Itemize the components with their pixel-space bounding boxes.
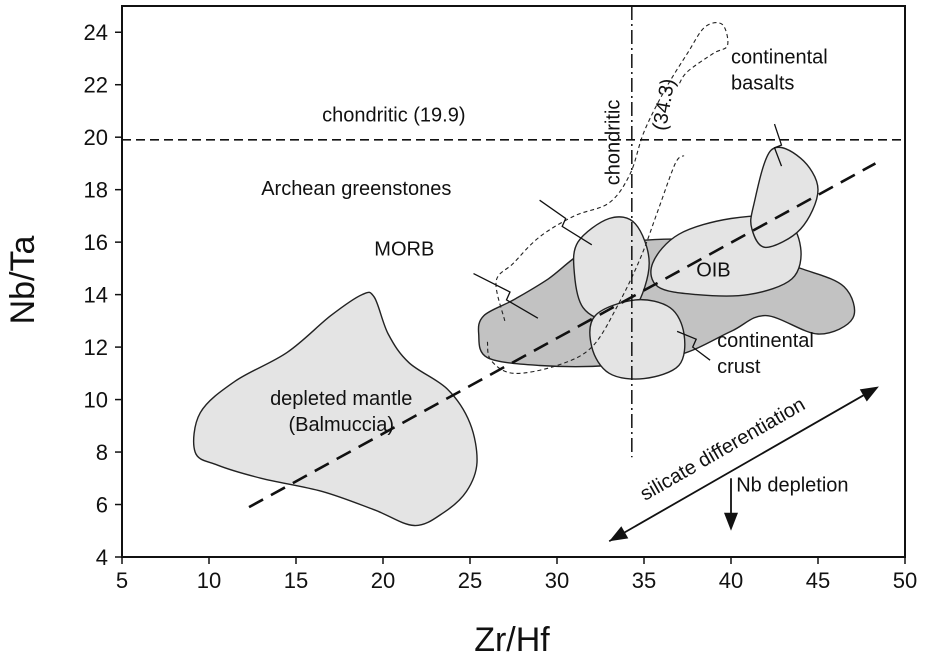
y-tick-label: 16 [84,230,108,255]
x-tick-label: 45 [806,568,830,593]
label-archean-greenstones: Archean greenstones [261,178,451,200]
y-tick-label: 8 [96,440,108,465]
label-continental-crust-line-2: crust [717,356,761,378]
label-morb: MORB [374,238,434,260]
x-tick-label: 35 [632,568,656,593]
label-chondritic-zr-hf-value: (34.3) [649,77,680,132]
label-depleted-mantle-line-1: depleted mantle [270,388,412,410]
y-tick-label: 18 [84,178,108,203]
silicate-differentiation-arrow-shaft [608,391,869,543]
label-nb-depletion: Nb depletion [736,474,848,496]
y-tick-label: 6 [96,493,108,518]
nb-depletion-arrow-head-end [724,512,738,531]
x-axis-title: Zr/Hf [474,621,550,659]
x-tick-label: 30 [545,568,569,593]
dashed-envelope-upper [495,22,729,322]
x-tick-label: 15 [284,568,308,593]
y-tick-label: 14 [84,283,108,308]
leader-archean-greenstones [539,199,593,246]
label-continental-basalts-line-2: basalts [731,73,794,95]
fields-layer [193,146,856,527]
silicate-differentiation-arrow-head-end [859,386,879,402]
y-tick-label: 4 [96,545,108,570]
y-tick-label: 20 [84,125,108,150]
leader-continental-basalts [773,123,783,167]
field-continental-basalts [750,146,819,249]
x-tick-label: 50 [893,568,917,593]
x-tick-label: 5 [116,568,128,593]
trend-line [248,162,877,509]
label-chondritic-nb-ta: chondritic (19.9) [322,104,465,126]
x-tick-label: 40 [719,568,743,593]
lines-layer [122,6,905,543]
label-depleted-mantle-line-2: (Balmuccia) [288,414,394,436]
label-chondritic-zr-hf: chondritic [603,100,625,186]
label-oib: OIB [696,259,730,281]
x-tick-label: 10 [197,568,221,593]
y-axis-title: Nb/Ta [4,236,42,325]
axes-layer: 5 10 15 20 25 30 35 40 45 50 4 6 8 10 12 14 16 18 20 22 24 [84,5,917,593]
silicate-differentiation-arrow-head-start [609,526,629,542]
leader-morb [473,273,539,319]
y-tick-label: 10 [84,388,108,413]
y-tick-label: 12 [84,335,108,360]
label-continental-crust-line-1: continental [717,330,814,352]
leader-continental-crust [676,330,711,361]
x-tick-label: 20 [371,568,395,593]
y-tick-label: 24 [84,20,108,45]
x-tick-label: 25 [458,568,482,593]
field-continental-crust [589,298,686,380]
label-continental-basalts-line-1: continental [731,47,828,69]
field-depleted-mantle [193,291,478,527]
y-tick-label: 22 [84,73,108,98]
plot-frame [121,5,906,558]
